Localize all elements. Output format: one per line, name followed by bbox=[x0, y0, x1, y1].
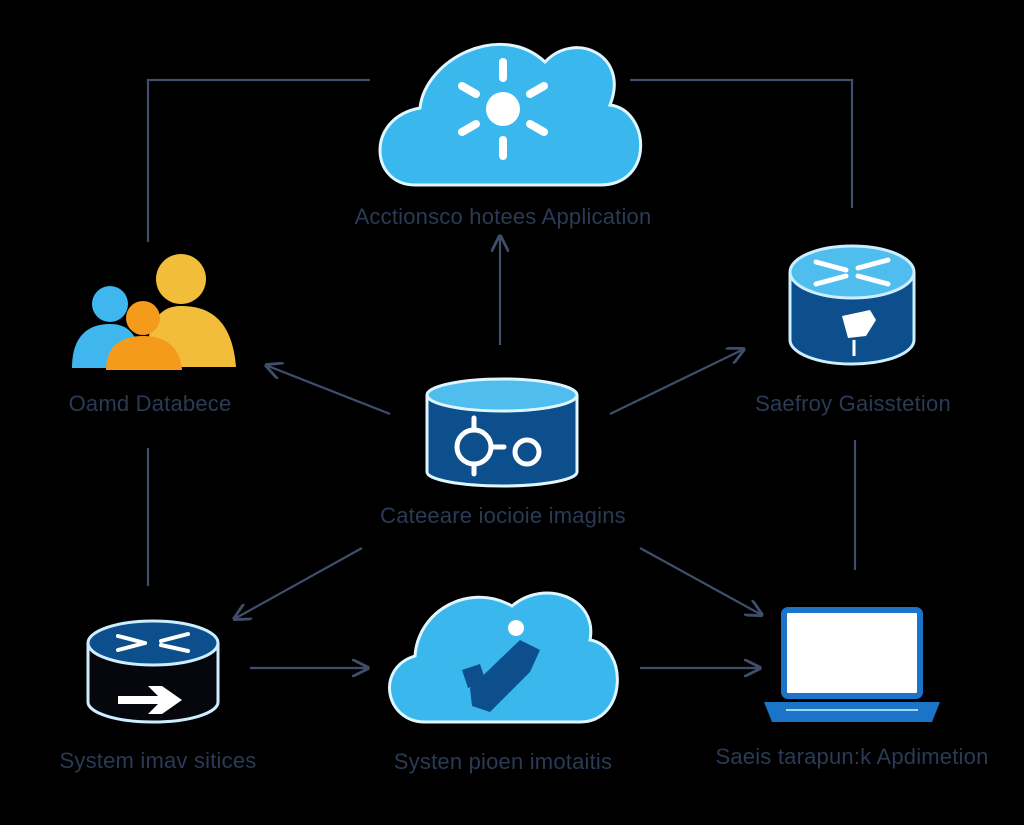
database-icon bbox=[425, 377, 579, 488]
tool-cloud-icon bbox=[388, 591, 619, 724]
connector-cloud-to-storage bbox=[630, 78, 854, 208]
arrow-core-to-system bbox=[236, 547, 363, 618]
router-storage-icon bbox=[788, 244, 916, 366]
system-label: System imav sitices bbox=[59, 748, 257, 773]
arrow-core-to-storage bbox=[609, 350, 742, 415]
connectors bbox=[146, 78, 857, 668]
core-database-label: Cateeare iocioie imagins bbox=[380, 503, 626, 528]
users-database-label: Oamd Databece bbox=[68, 391, 232, 416]
gear-cloud-icon bbox=[378, 42, 643, 187]
users-group-icon bbox=[72, 254, 236, 370]
arrow-core-to-laptop bbox=[639, 547, 760, 614]
laptop-application-label: Saeis tarapun:k Apdimetion bbox=[715, 744, 989, 769]
cloud-tools-label: Systen pioen imotaitis bbox=[393, 749, 613, 774]
storage-label: Saefroy Gaisstetion bbox=[755, 391, 951, 416]
laptop-icon bbox=[764, 607, 940, 722]
router-arrow-icon bbox=[86, 619, 220, 724]
connector-users-to-cloud bbox=[146, 78, 370, 242]
cloud-application-label: Acctionsco hotees Application bbox=[354, 204, 652, 229]
arrow-core-to-users bbox=[268, 366, 391, 416]
